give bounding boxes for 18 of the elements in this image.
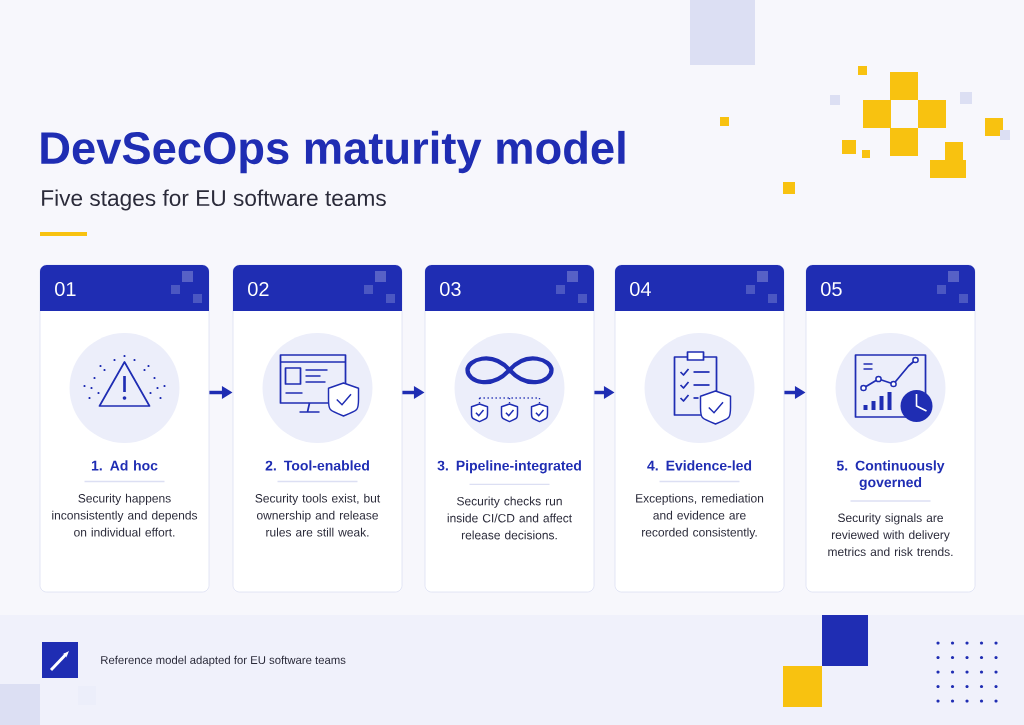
stage-description: Security signals are reviewed with delivery metrics and risk trends. bbox=[828, 513, 953, 557]
title: DevSecOps maturity model bbox=[41, 130, 625, 174]
stage-number: 01 bbox=[55, 281, 76, 297]
stage-number: 02 bbox=[248, 281, 269, 297]
stage-heading: 4. Evidence-led bbox=[647, 460, 752, 471]
stage-description: Exceptions, remediation and evidence are recorded consistently. bbox=[636, 493, 764, 539]
stage-heading: 5. Continuously governed bbox=[836, 460, 945, 491]
stage-heading: 1. Ad hoc bbox=[91, 460, 158, 471]
footnote: Reference model adapted for EU software teams bbox=[101, 655, 346, 667]
stage-number: 05 bbox=[821, 281, 842, 297]
stage-description: Security checks run inside CI/CD and affect release decisions. bbox=[447, 496, 572, 540]
stage-heading: 3. Pipeline-integrated bbox=[437, 460, 581, 474]
stage-description: Security happens inconsistently and depends on individual effort. bbox=[52, 493, 198, 537]
stage-number: 04 bbox=[630, 281, 651, 297]
stage-description: Security tools exist, but ownership and release rules are still weak. bbox=[255, 493, 381, 537]
stage-number: 03 bbox=[440, 281, 461, 297]
stage-heading: 2. Tool-enabled bbox=[265, 460, 369, 471]
subtitle: Five stages for EU software teams bbox=[42, 189, 386, 211]
